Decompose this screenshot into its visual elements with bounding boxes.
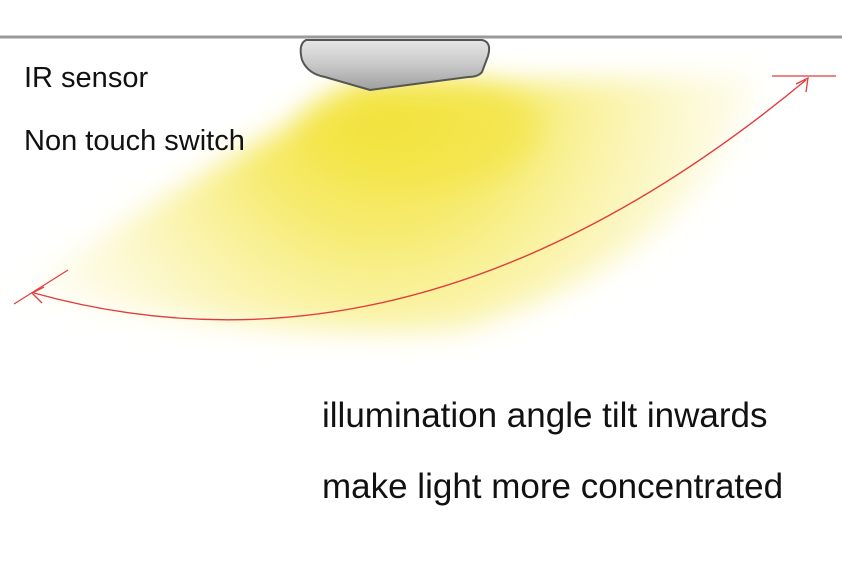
feature-text-line1: illumination angle tilt inwards xyxy=(322,396,768,436)
switch-type-label: Non touch switch xyxy=(24,124,245,158)
arrowhead-right xyxy=(796,78,808,92)
beam-hotspot xyxy=(300,75,540,185)
feature-text-line2: make light more concentrated xyxy=(322,467,783,507)
sensor-type-label: IR sensor xyxy=(24,61,148,95)
